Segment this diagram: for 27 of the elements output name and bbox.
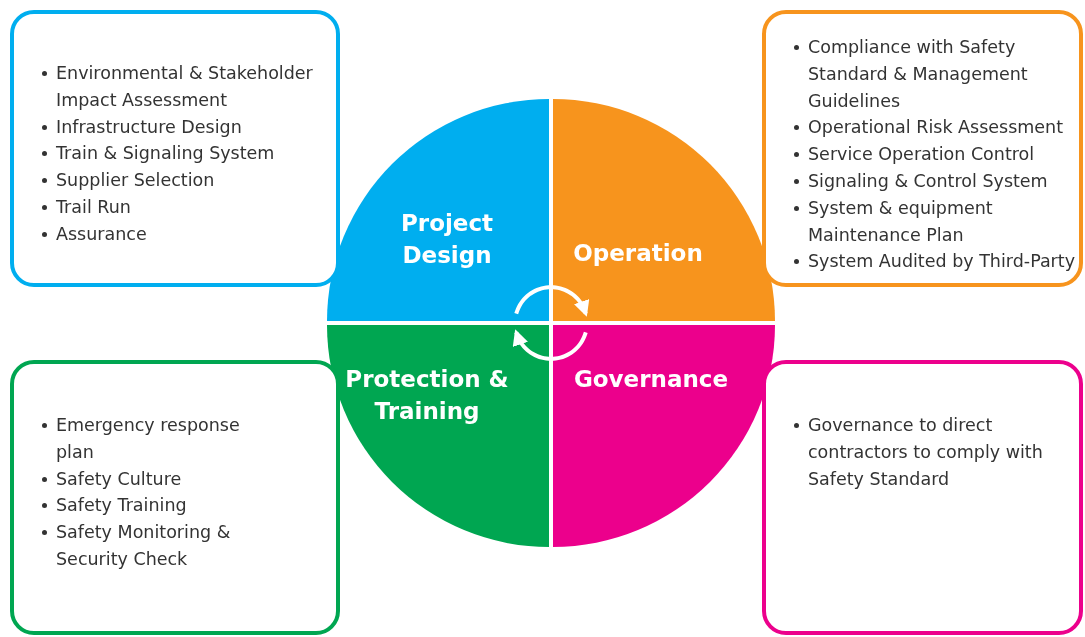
quadrant-title: Operation (572, 239, 704, 268)
bullet-item: Supplier Selection (56, 170, 215, 191)
bullet-item: Service Operation Control (808, 144, 1035, 165)
bullet-item: Trail Run (56, 197, 131, 217)
bullet-item: System Audited by Third-Party (808, 251, 1076, 272)
bullet-item: Emergency response plan (56, 415, 240, 462)
bullet-item: Train & Signaling System (56, 143, 275, 164)
bullet-item: Safety Monitoring & Security Check (56, 522, 231, 569)
list-card (10, 360, 340, 635)
bullet-item: Environmental & Stakeholder Impact Assessment (56, 63, 313, 110)
list-card (10, 10, 340, 287)
cycle-arrow (514, 285, 590, 317)
bullet-item: Safety Training (56, 495, 187, 516)
list-card (762, 360, 1083, 635)
quadrant-title: Governance (572, 365, 730, 394)
bullet-item: Assurance (56, 223, 147, 244)
bullet-item: Governance to direct contractors to comply with Safety Standard (808, 415, 1043, 489)
list-card (762, 10, 1083, 287)
bullet-item: Compliance with Safety Standard & Management Guidelines (808, 37, 1028, 111)
quadrant-title: Project Design (399, 209, 495, 270)
bullet-item: Infrastructure Design (56, 116, 242, 137)
cycle-arrow (512, 329, 588, 361)
quadrant-title: Protection & Training (344, 365, 510, 426)
bullet-item: Signaling & Control System (808, 171, 1048, 191)
bullet-item: System & equipment Maintenance Plan (808, 197, 993, 245)
bullet-item: Safety Culture (56, 468, 182, 489)
bullet-item: Operational Risk Assessment (808, 117, 1064, 138)
